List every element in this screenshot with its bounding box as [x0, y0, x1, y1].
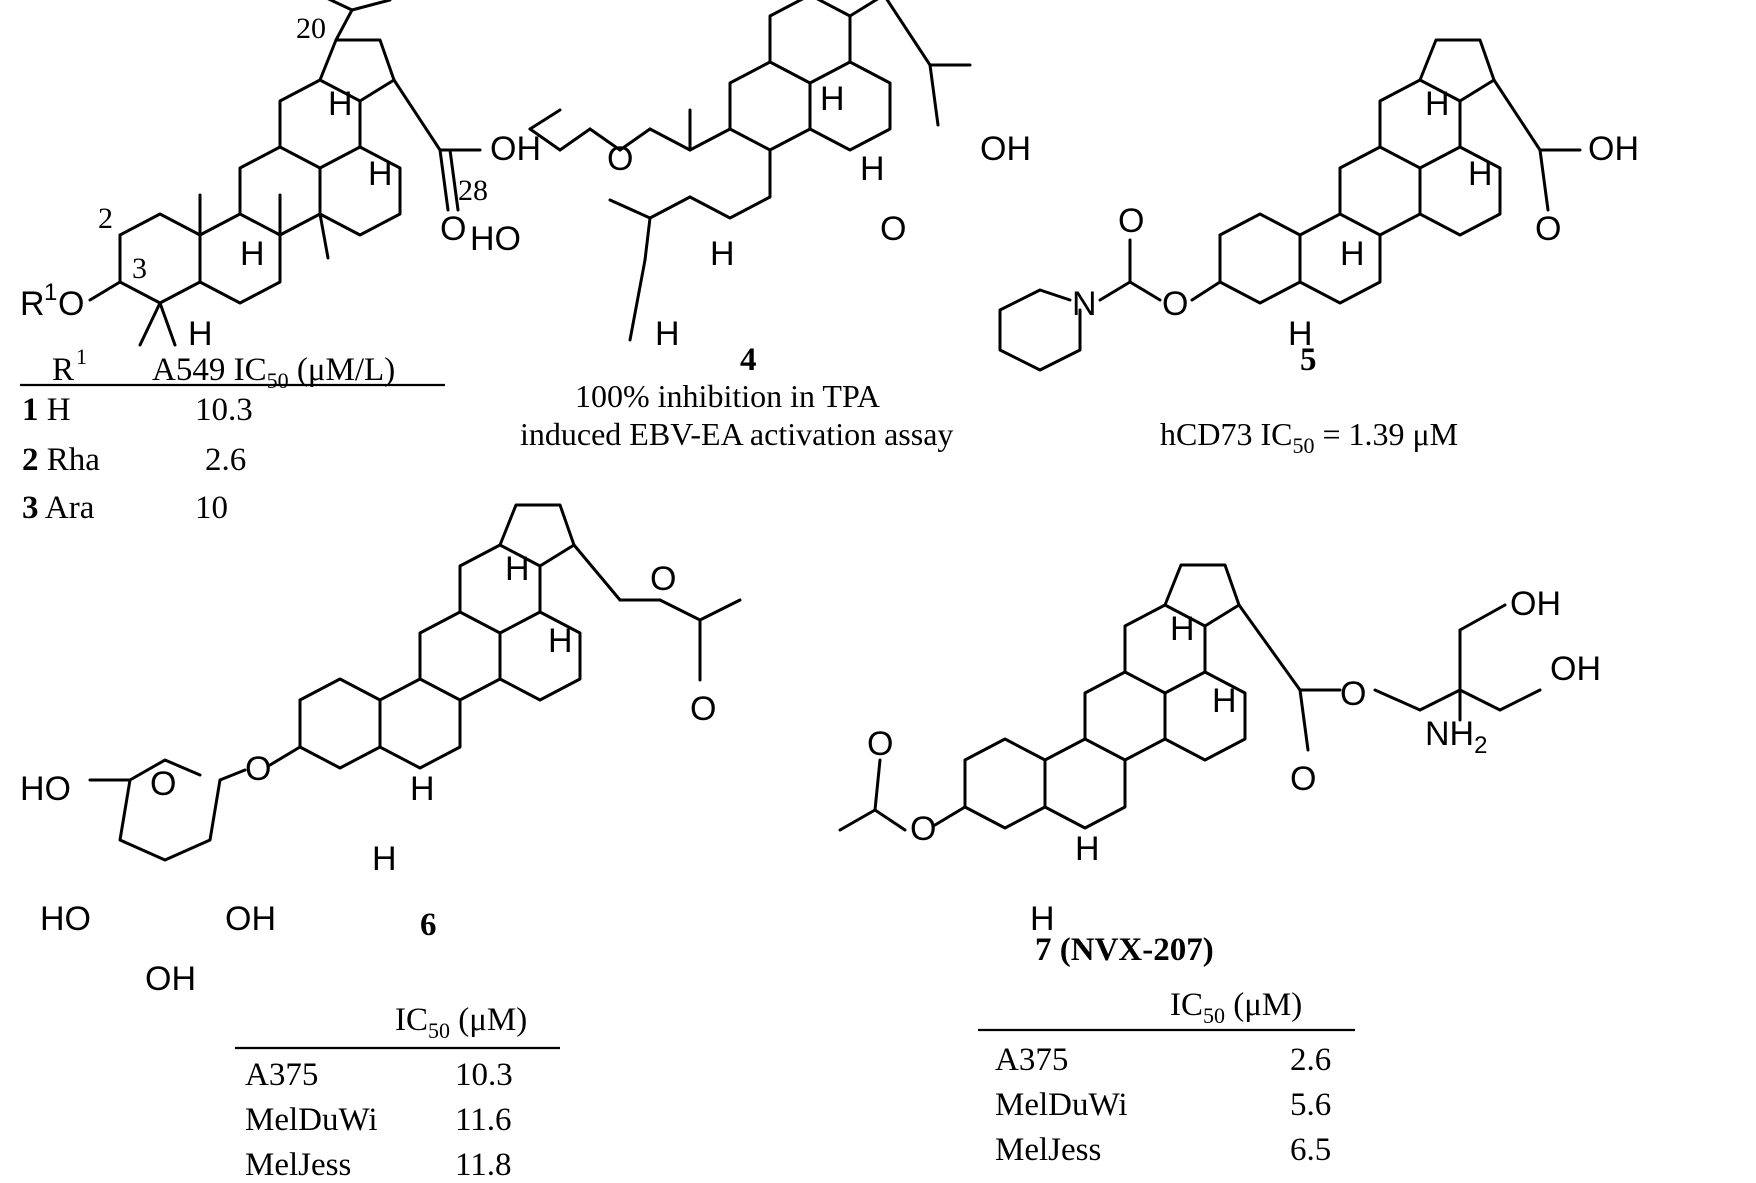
table-cell-value: 10.3	[195, 392, 253, 428]
compound-4-caption-line1: 100% inhibition in TPA	[575, 378, 880, 414]
table-row: 3 Ara	[22, 490, 95, 526]
table-header-ic50: IC50 (μM)	[395, 1002, 527, 1043]
h-label: H	[1030, 900, 1055, 938]
oh-label: OH	[225, 900, 276, 938]
h-label: H	[1288, 315, 1313, 353]
o-label: O	[1118, 202, 1144, 240]
o-label: O	[650, 560, 676, 598]
h-label: H	[372, 840, 397, 878]
o-label: O	[690, 690, 716, 728]
h-label: H	[328, 85, 353, 123]
h-label: H	[655, 315, 680, 353]
table-header-r: R	[52, 352, 74, 388]
o-label: O	[440, 210, 466, 248]
h-label: H	[1075, 830, 1100, 868]
table-6: IC50 (μM) A375 10.3 MelDuWi 11.6 MelJess…	[235, 1002, 560, 1183]
h-label: H	[860, 150, 885, 188]
table-header-sup: 1	[76, 344, 87, 369]
table-cell-value: 2.6	[1290, 1042, 1331, 1078]
h-label: H	[188, 315, 213, 353]
compound-4-number: 4	[740, 342, 757, 378]
oh-label: OH	[490, 130, 541, 168]
table-1-3: R 1 A549 IC50 (μM/L) 1 H 10.3 2 Rha 2.6 …	[20, 344, 445, 526]
compound-5-number: 5	[1300, 342, 1317, 378]
h-label: H	[1468, 155, 1493, 193]
position-28: 28	[458, 174, 488, 207]
h-label: H	[1340, 235, 1365, 273]
compound-6-number: 6	[420, 907, 437, 943]
compound-4-structure: HO O OH O H H H H 4 100% inhibition in T…	[470, 0, 1031, 452]
o-label: O	[58, 285, 84, 323]
table-cell-value: 11.8	[455, 1147, 512, 1183]
compound-7-structure: O O OH OH NH2 H H H H O O 7 (NVX-207)	[838, 563, 1601, 968]
table-header-ic50: A549 IC50 (μM/L)	[152, 352, 395, 393]
oh-label: OH	[1588, 130, 1639, 168]
h-label: H	[410, 770, 435, 808]
h-label: H	[368, 155, 393, 193]
nh2-label: NH2	[1425, 715, 1487, 759]
o-label: O	[245, 750, 271, 788]
table-cell-label: MelJess	[995, 1132, 1101, 1168]
table-cell-label: A375	[245, 1057, 318, 1093]
oh-label: OH	[980, 130, 1031, 168]
o-label: O	[880, 210, 906, 248]
table-row: 2 Rha	[22, 442, 100, 478]
table-header-ic50: IC50 (μM)	[1170, 987, 1302, 1028]
h-label: H	[1425, 85, 1450, 123]
h-label: H	[240, 235, 265, 273]
table-7: IC50 (μM) A375 2.6 MelDuWi 5.6 MelJess 6…	[978, 987, 1355, 1168]
n-label: N	[1072, 285, 1097, 323]
table-cell-label: A375	[995, 1042, 1068, 1078]
table-cell-value: 10.3	[455, 1057, 513, 1093]
o-label: O	[1340, 675, 1366, 713]
o-label: O	[867, 725, 893, 763]
compound-5-structure: OH O H H H H O O N 5 hCD73 IC50 = 1.39 μ…	[998, 38, 1639, 458]
ho-label: HO	[40, 900, 91, 938]
superscript-1: 1	[44, 279, 57, 306]
h-label: H	[548, 622, 573, 660]
o-label: O	[1290, 760, 1316, 798]
o-label: O	[607, 140, 633, 178]
table-cell-value: 11.6	[455, 1102, 512, 1138]
table-cell-value: 2.6	[205, 442, 246, 478]
o-label: O	[910, 810, 936, 848]
h-label: H	[505, 550, 530, 588]
position-20: 20	[296, 12, 326, 45]
table-row: 1 H	[22, 392, 71, 428]
position-3: 3	[132, 252, 147, 285]
h-label: H	[1212, 682, 1237, 720]
compound-6-structure: O O H H H H O O HO HO OH OH 6	[20, 503, 742, 998]
ho-label: HO	[20, 770, 71, 808]
compound-1-3-structure: OH O H H H H R 1 O 20 28 2 3	[20, 0, 541, 353]
o-label: O	[150, 765, 176, 803]
h-label: H	[820, 80, 845, 118]
table-cell-value: 5.6	[1290, 1087, 1331, 1123]
oh-label: OH	[145, 960, 196, 998]
table-cell-value: 10	[195, 490, 228, 526]
r-label: R	[20, 285, 45, 323]
table-cell-label: MelJess	[245, 1147, 351, 1183]
table-cell-label: MelDuWi	[995, 1087, 1127, 1123]
table-cell-value: 6.5	[1290, 1132, 1331, 1168]
h-label: H	[710, 235, 735, 273]
compound-5-caption: hCD73 IC50 = 1.39 μM	[1160, 416, 1458, 458]
o-label: O	[1535, 210, 1561, 248]
ho-label: HO	[470, 220, 521, 258]
h-label: H	[1170, 610, 1195, 648]
compound-7-number: 7 (NVX-207)	[1035, 932, 1214, 968]
oh-label: OH	[1510, 585, 1561, 623]
compound-4-caption-line2: induced EBV-EA activation assay	[520, 416, 953, 452]
table-cell-label: MelDuWi	[245, 1102, 377, 1138]
position-2: 2	[98, 202, 113, 235]
o-label: O	[1162, 285, 1188, 323]
oh-label: OH	[1550, 650, 1601, 688]
